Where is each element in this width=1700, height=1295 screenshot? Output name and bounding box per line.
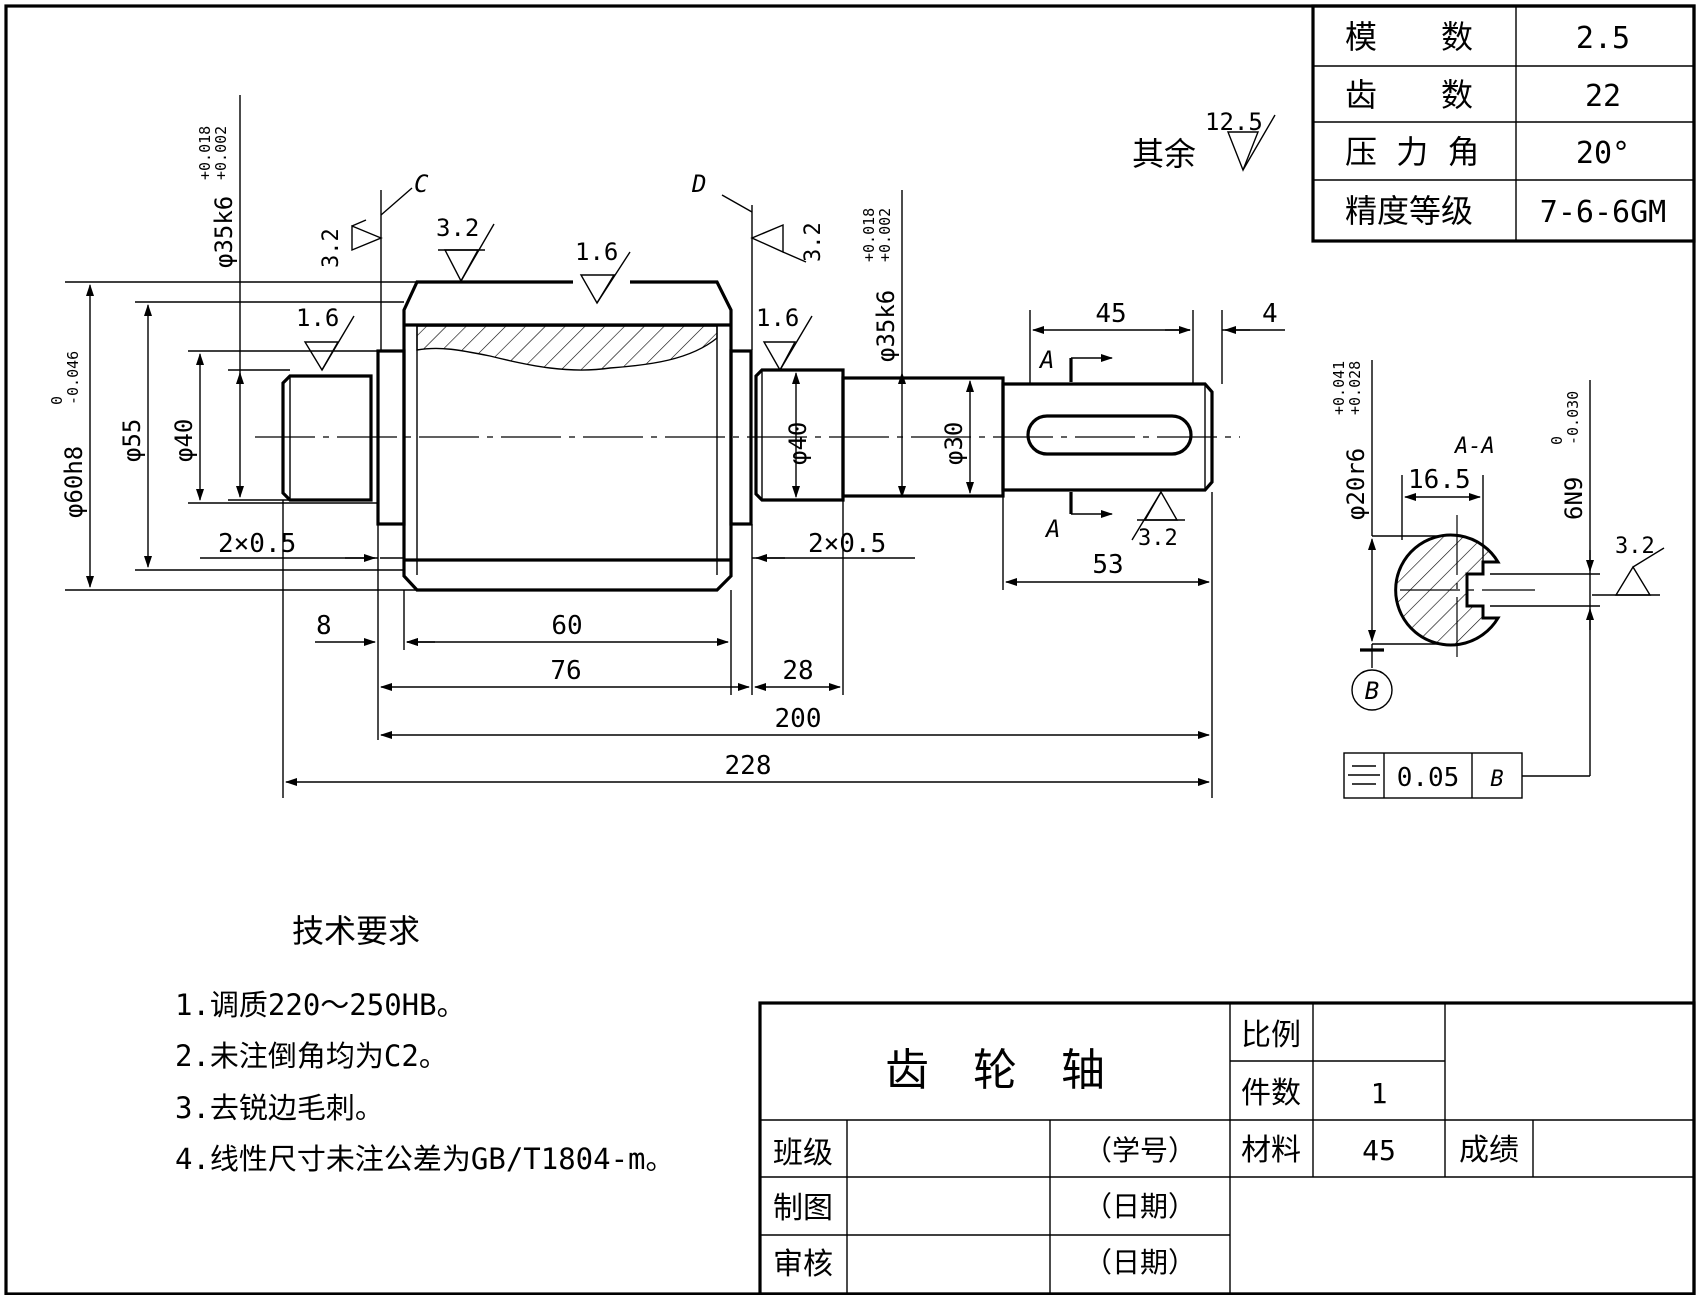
dim-phi40-left: φ40	[170, 419, 198, 462]
dim-phi35-left: φ35k6	[210, 196, 238, 268]
label-c: C	[414, 170, 429, 198]
roughness-symbols: 3.2 1.6 1.6 1.6 3.2	[296, 214, 1185, 551]
title-block: 齿 轮 轴 比例 件数 1 材料 45 成绩 班级 （学号） 制图 （日期） 审…	[758, 1001, 1696, 1295]
dim-phi20-tol-lower: +0.028	[1346, 361, 1364, 415]
param-value-precision: 7-6-6GM	[1540, 195, 1666, 230]
section-a-marks: A A	[1038, 346, 1113, 543]
drawn-label: 制图	[773, 1191, 833, 1226]
tech-item-4: 4.线性尺寸未注公差为GB/T1804-m。	[175, 1142, 675, 1176]
dim-phi40-right: φ40	[784, 422, 812, 465]
dim-200: 200	[775, 704, 822, 734]
tolerance-value: 0.05	[1397, 763, 1460, 793]
dim-228: 228	[725, 751, 772, 781]
roughness-other-prefix: 其余	[1132, 135, 1196, 173]
shaft-body	[255, 277, 1240, 592]
dim-phi35-right-tol-lower: +0.002	[876, 208, 894, 262]
tech-item-1: 1.调质220～250HB。	[175, 988, 466, 1022]
dim-28: 28	[782, 656, 813, 686]
dim-45: 45	[1095, 299, 1126, 329]
grade-label: 成绩	[1459, 1133, 1519, 1168]
dim-phi20-tol-upper: +0.041	[1330, 361, 1348, 415]
dim-phi55: φ55	[118, 419, 146, 462]
tech-title: 技术要求	[292, 912, 420, 950]
ra-journal-right: 1.6	[756, 304, 799, 332]
dim-4: 4	[1262, 299, 1278, 329]
param-label-pressure-angle: 压 力 角	[1345, 133, 1480, 171]
dim-phi35-right: φ35k6	[872, 290, 900, 362]
tech-item-3: 3.去锐边毛刺。	[175, 1091, 384, 1125]
param-value-module: 2.5	[1576, 21, 1630, 56]
scale-label: 比例	[1241, 1018, 1301, 1053]
tolerance-frame: 0.05 B	[1343, 752, 1523, 799]
ra-d: 3.2	[801, 222, 826, 262]
ra-gear-top: 1.6	[575, 238, 618, 266]
section-aa-view: A-A 16.5 φ20r6 +0.041 +0.028 B 6N9 0 -0.…	[1330, 360, 1665, 777]
date-2: （日期）	[1084, 1246, 1196, 1279]
quantity-label: 件数	[1241, 1076, 1301, 1111]
label-aa: A-A	[1453, 434, 1495, 459]
date-1: （日期）	[1084, 1190, 1196, 1223]
dim-60: 60	[551, 611, 582, 641]
dim-phi35-left-tol-lower: +0.002	[212, 126, 230, 180]
part-name: 齿 轮 轴	[885, 1045, 1105, 1096]
dim-chamfer-left: 2×0.5	[218, 529, 296, 559]
label-a-bottom: A	[1044, 515, 1060, 543]
symmetry-icon	[1348, 765, 1380, 785]
diameter-dimensions: φ60h8 0 -0.046 φ55 φ40 φ35k6 +0.018 +0.0…	[48, 95, 974, 591]
student-no: （学号）	[1084, 1134, 1196, 1167]
dim-16-5: 16.5	[1408, 465, 1471, 495]
dim-76: 76	[550, 656, 581, 686]
label-a-top: A	[1038, 346, 1054, 374]
dim-phi35-right-tol-upper: +0.018	[860, 208, 878, 262]
gear-params-table: 模 数 2.5 齿 数 22 压 力 角 20° 精度等级 7-6-6GM	[1311, 4, 1696, 243]
dim-53: 53	[1092, 550, 1123, 580]
tech-requirements: 技术要求 1.调质220～250HB。 2.未注倒角均为C2。 3.去锐边毛刺。…	[175, 912, 675, 1176]
roughness-other-value: 12.5	[1205, 108, 1263, 136]
section-c: C 3.2	[319, 170, 429, 350]
section-d: D 3.2	[691, 170, 826, 350]
dim-chamfer-right: 2×0.5	[808, 529, 886, 559]
class-label: 班级	[773, 1136, 833, 1171]
quantity-value: 1	[1371, 1077, 1388, 1110]
material-value: 45	[1362, 1134, 1396, 1167]
ra-key-end: 3.2	[1138, 526, 1178, 551]
roughness-other: 其余 12.5	[1132, 108, 1276, 173]
dim-8: 8	[316, 611, 332, 641]
dim-phi60-tol-lower: -0.046	[64, 351, 82, 405]
ra-keyway: 3.2	[1615, 534, 1655, 559]
param-label-module: 模 数	[1345, 18, 1473, 56]
dim-keyway: 6N9	[1560, 477, 1588, 520]
material-label: 材料	[1241, 1133, 1301, 1168]
dim-phi60-tol-upper: 0	[48, 396, 66, 405]
ra-gear-left: 3.2	[436, 214, 479, 242]
ra-c: 3.2	[319, 228, 344, 268]
dim-phi30: φ30	[940, 422, 968, 465]
ra-journal-left: 1.6	[296, 304, 339, 332]
dim-phi60: φ60h8	[60, 446, 88, 518]
length-dimensions: 2×0.5 2×0.5 8 60 76 28 200 228 53 45 4	[200, 299, 1285, 798]
checked-label: 审核	[773, 1247, 833, 1282]
param-label-precision: 精度等级	[1345, 192, 1473, 230]
dim-keyway-tol-lower: -0.030	[1564, 391, 1582, 445]
dim-phi20: φ20r6	[1342, 448, 1370, 520]
param-label-teeth: 齿 数	[1345, 76, 1473, 114]
tech-item-2: 2.未注倒角均为C2。	[175, 1039, 448, 1073]
dim-keyway-tol-upper: 0	[1548, 436, 1566, 445]
label-d: D	[691, 170, 706, 198]
dim-phi35-left-tol-upper: +0.018	[196, 126, 214, 180]
param-value-pressure-angle: 20°	[1576, 136, 1630, 171]
param-value-teeth: 22	[1585, 79, 1621, 114]
tolerance-datum: B	[1490, 767, 1503, 792]
datum-b: B	[1365, 677, 1379, 705]
